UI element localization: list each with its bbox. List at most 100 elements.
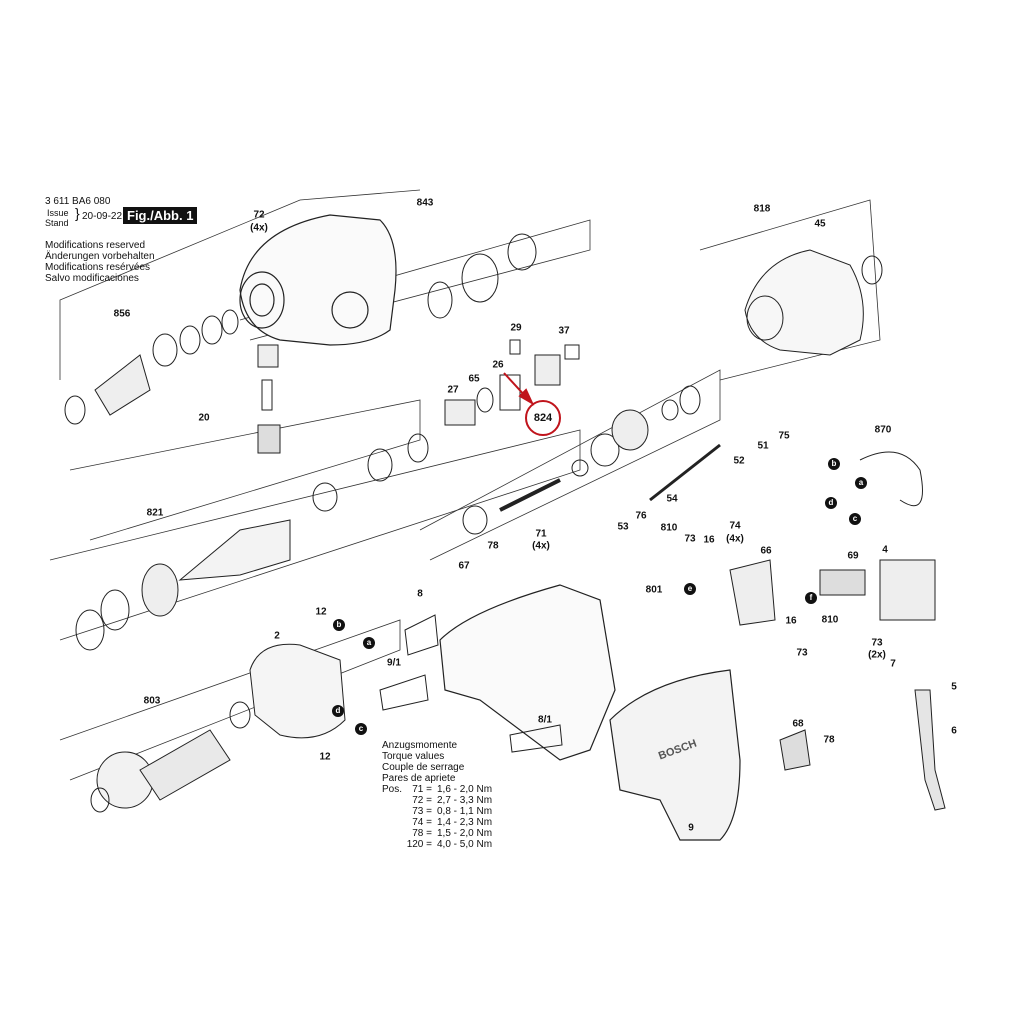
torque-title: Couple de serrage bbox=[382, 762, 465, 773]
torque-value: 4,0 - 5,0 Nm bbox=[437, 839, 493, 850]
part-label[interactable]: 801 bbox=[645, 584, 663, 596]
part-label[interactable]: 843 bbox=[416, 197, 434, 209]
stator-2 bbox=[229, 643, 346, 739]
part-label[interactable]: 45 bbox=[814, 218, 826, 230]
armature-803 bbox=[90, 729, 231, 813]
torque-title: Anzugsmomente bbox=[382, 740, 458, 751]
part-label[interactable]: 73 bbox=[684, 533, 696, 545]
torque-pos: 120 = bbox=[406, 839, 432, 850]
pos-label: Pos. bbox=[382, 784, 403, 795]
part-label[interactable]: 29 bbox=[510, 322, 522, 334]
part-label[interactable]: 27 bbox=[447, 384, 459, 396]
torque-value: 1,4 - 2,3 Nm bbox=[437, 817, 493, 828]
part-label[interactable]: 68 bbox=[792, 718, 804, 730]
connector-marker: d bbox=[825, 497, 837, 509]
part-label[interactable]: 52 bbox=[733, 455, 745, 467]
rings-843 bbox=[427, 233, 537, 319]
note: Änderungen vorbehalten bbox=[45, 251, 155, 262]
part-label[interactable]: 73 bbox=[796, 647, 808, 659]
part-label[interactable]: 12 bbox=[315, 606, 327, 618]
note: Salvo modificaciones bbox=[45, 273, 139, 284]
part-label[interactable]: 6 bbox=[951, 725, 957, 737]
part-label[interactable]: 53 bbox=[617, 521, 629, 533]
note: Modifications resérvées bbox=[45, 262, 151, 273]
brace: } bbox=[75, 205, 80, 221]
part-label[interactable]: 7 bbox=[890, 658, 896, 670]
connector-marker: b bbox=[828, 458, 840, 470]
part-qty: (4x) bbox=[532, 540, 550, 552]
part-label[interactable]: 54 bbox=[666, 493, 678, 505]
connector-marker: a bbox=[855, 477, 867, 489]
note: Modifications reserved bbox=[45, 240, 146, 251]
part-label[interactable]: 76 bbox=[635, 510, 647, 522]
spindle-821 bbox=[75, 433, 429, 651]
chuck-parts-856 bbox=[64, 309, 239, 425]
part-qty: (2x) bbox=[868, 649, 886, 661]
part-label[interactable]: 856 bbox=[113, 308, 131, 320]
part-qty: (4x) bbox=[726, 533, 744, 545]
part-label[interactable]: 75 bbox=[778, 430, 790, 442]
part-label[interactable]: 73 bbox=[871, 637, 883, 649]
torque-title: Torque values bbox=[382, 751, 445, 762]
torque-pos: 73 = bbox=[412, 806, 432, 817]
part-label[interactable]: 818 bbox=[753, 203, 771, 215]
part-label[interactable]: 870 bbox=[874, 424, 892, 436]
part-label[interactable]: 51 bbox=[757, 440, 769, 452]
rear-housing-818 bbox=[744, 249, 883, 356]
part-label[interactable]: 74 bbox=[729, 520, 741, 532]
part-label[interactable]: 810 bbox=[821, 614, 839, 626]
torque-title: Pares de apriete bbox=[382, 773, 456, 784]
issue-date: 20-09-22 bbox=[82, 211, 123, 222]
connector-marker: b bbox=[333, 619, 345, 631]
torque-value: 0,8 - 1,1 Nm bbox=[437, 806, 493, 817]
group-frames bbox=[49, 189, 881, 781]
part-label[interactable]: 2 bbox=[274, 630, 280, 642]
part-label[interactable]: 37 bbox=[558, 325, 570, 337]
torque-pos: 78 = bbox=[412, 828, 432, 839]
part-label[interactable]: 821 bbox=[146, 507, 164, 519]
switch-4 bbox=[729, 451, 946, 811]
part-label[interactable]: 20 bbox=[198, 412, 210, 424]
torque-value: 1,6 - 2,0 Nm bbox=[437, 784, 493, 795]
part-qty: (4x) bbox=[250, 222, 268, 234]
highlight-circle bbox=[525, 400, 561, 436]
part-label[interactable]: 72 bbox=[253, 209, 265, 221]
part-label[interactable]: 4 bbox=[882, 544, 888, 556]
part-label-824[interactable]: 824 bbox=[533, 412, 553, 424]
gear-parts bbox=[462, 385, 721, 535]
stand-label: Stand bbox=[45, 218, 69, 228]
highlight-arrow bbox=[503, 372, 535, 406]
piston-parts bbox=[444, 339, 580, 426]
connector-marker: a bbox=[363, 637, 375, 649]
part-label[interactable]: 16 bbox=[785, 615, 797, 627]
part-label[interactable]: 9 bbox=[688, 822, 694, 834]
part-label[interactable]: 78 bbox=[823, 734, 835, 746]
part-label[interactable]: 65 bbox=[468, 373, 480, 385]
part-label[interactable]: 67 bbox=[458, 560, 470, 572]
part-label[interactable]: 9/1 bbox=[387, 657, 401, 669]
gear-housing bbox=[239, 214, 397, 346]
part-label[interactable]: 69 bbox=[847, 550, 859, 562]
part-label[interactable]: 16 bbox=[703, 534, 715, 546]
connector-marker: c bbox=[849, 513, 861, 525]
part-label[interactable]: 78 bbox=[487, 540, 499, 552]
torque-value: 2,7 - 3,3 Nm bbox=[437, 795, 493, 806]
torque-pos: 71 = bbox=[412, 784, 432, 795]
part-label[interactable]: 8 bbox=[417, 588, 423, 600]
part-label[interactable]: 810 bbox=[660, 522, 678, 534]
housing-801 bbox=[439, 584, 741, 841]
brushes-20 bbox=[257, 344, 281, 454]
torque-pos: 72 = bbox=[412, 795, 432, 806]
part-number: 3 611 BA6 080 bbox=[45, 196, 111, 207]
figure-title: Fig./Abb. 1 bbox=[123, 207, 198, 224]
part-label[interactable]: 71 bbox=[535, 528, 547, 540]
part-label[interactable]: 26 bbox=[492, 359, 504, 371]
part-label[interactable]: 12 bbox=[319, 751, 331, 763]
part-label[interactable]: 803 bbox=[143, 695, 161, 707]
torque-value: 1,5 - 2,0 Nm bbox=[437, 828, 493, 839]
part-label[interactable]: 66 bbox=[760, 545, 772, 557]
part-label[interactable]: 5 bbox=[951, 681, 957, 693]
part-label[interactable]: 8/1 bbox=[538, 714, 552, 726]
issue-label: Issue bbox=[47, 208, 69, 218]
